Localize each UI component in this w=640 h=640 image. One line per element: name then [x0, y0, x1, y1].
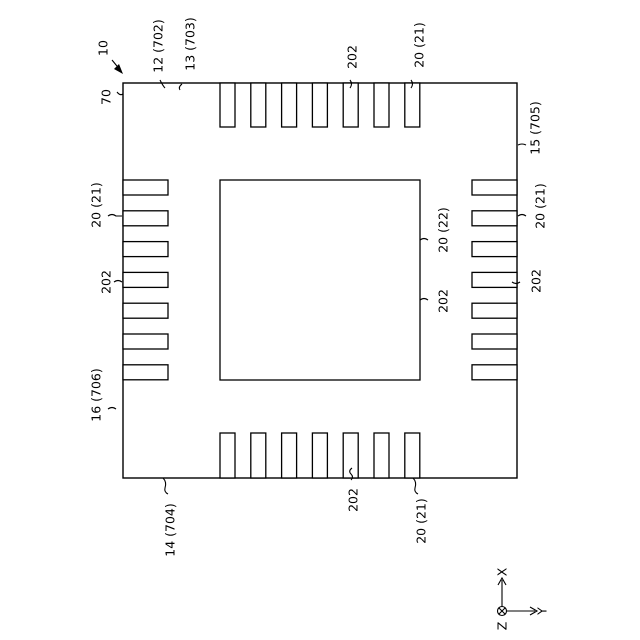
label-pkg-corner: 70: [99, 89, 114, 105]
bottom-terminal-pad: [343, 433, 358, 478]
left-terminal-pad: [123, 180, 168, 195]
axis-label-x: X: [495, 567, 510, 576]
label-bottom-terminal: 20 (21): [414, 498, 429, 544]
arrowhead-10: [114, 64, 123, 74]
center-die-pad: [220, 180, 420, 380]
axis-label-z: Z: [495, 622, 510, 631]
right-terminal-pad: [472, 180, 517, 195]
bottom-terminal-pad: [282, 433, 297, 478]
bottom-terminal-pad: [374, 433, 389, 478]
label-left-pad-group: 202: [99, 270, 114, 294]
top-terminal-pad: [220, 83, 235, 127]
bottom-terminal-pad: [312, 433, 327, 478]
label-right-pad-group: 202: [529, 269, 544, 293]
leader-14: [163, 478, 168, 494]
leader-right-2021: [518, 215, 526, 217]
label-top-terminal: 20 (21): [412, 22, 427, 68]
left-terminal-pad: [123, 242, 168, 257]
label-face-upper: 13 (703): [183, 17, 198, 71]
label-face-left: 16 (706): [89, 368, 104, 422]
bottom-terminal-pad: [251, 433, 266, 478]
right-terminal-pad: [472, 303, 517, 318]
label-face-lower: 14 (704): [163, 503, 178, 557]
top-terminal-pad: [374, 83, 389, 127]
left-terminal-pad: [123, 365, 168, 380]
leader-left-2021: [108, 215, 122, 217]
label-center-pad: 20 (22): [436, 207, 451, 253]
left-terminal-pad: [123, 334, 168, 349]
right-terminal-pad: [472, 334, 517, 349]
top-terminal-pad: [282, 83, 297, 127]
leader-left-202: [114, 281, 122, 283]
top-terminal-pad: [251, 83, 266, 127]
left-terminal-pad: [123, 272, 168, 287]
bottom-terminal-pad: [220, 433, 235, 478]
left-terminal-pad: [123, 211, 168, 226]
label-bottom-pad-group: 202: [346, 488, 361, 512]
right-terminal-pad: [472, 211, 517, 226]
label-right-terminal: 20 (21): [533, 183, 548, 229]
coordinate-axes: X Y Z: [495, 567, 550, 630]
label-device: 10: [96, 40, 111, 56]
leader-15: [518, 144, 526, 145]
top-terminal-pad: [312, 83, 327, 127]
top-terminal-pad: [405, 83, 420, 127]
right-terminal-pad: [472, 365, 517, 380]
leader-16: [108, 408, 116, 410]
right-terminal-pad: [472, 242, 517, 257]
leader-bottom-2021: [413, 478, 418, 494]
right-terminal-pad: [472, 272, 517, 287]
bottom-terminal-pad: [405, 433, 420, 478]
top-terminal-pad: [343, 83, 358, 127]
label-left-terminal: 20 (21): [89, 182, 104, 228]
label-face-top: 12 (702): [151, 19, 166, 73]
leader-70: [117, 92, 123, 95]
left-terminal-pad: [123, 303, 168, 318]
label-top-pad-group: 202: [345, 45, 360, 69]
label-center-pad-ref: 202: [436, 289, 451, 313]
axis-label-y: Y: [535, 607, 550, 616]
label-face-right: 15 (705): [528, 101, 543, 155]
